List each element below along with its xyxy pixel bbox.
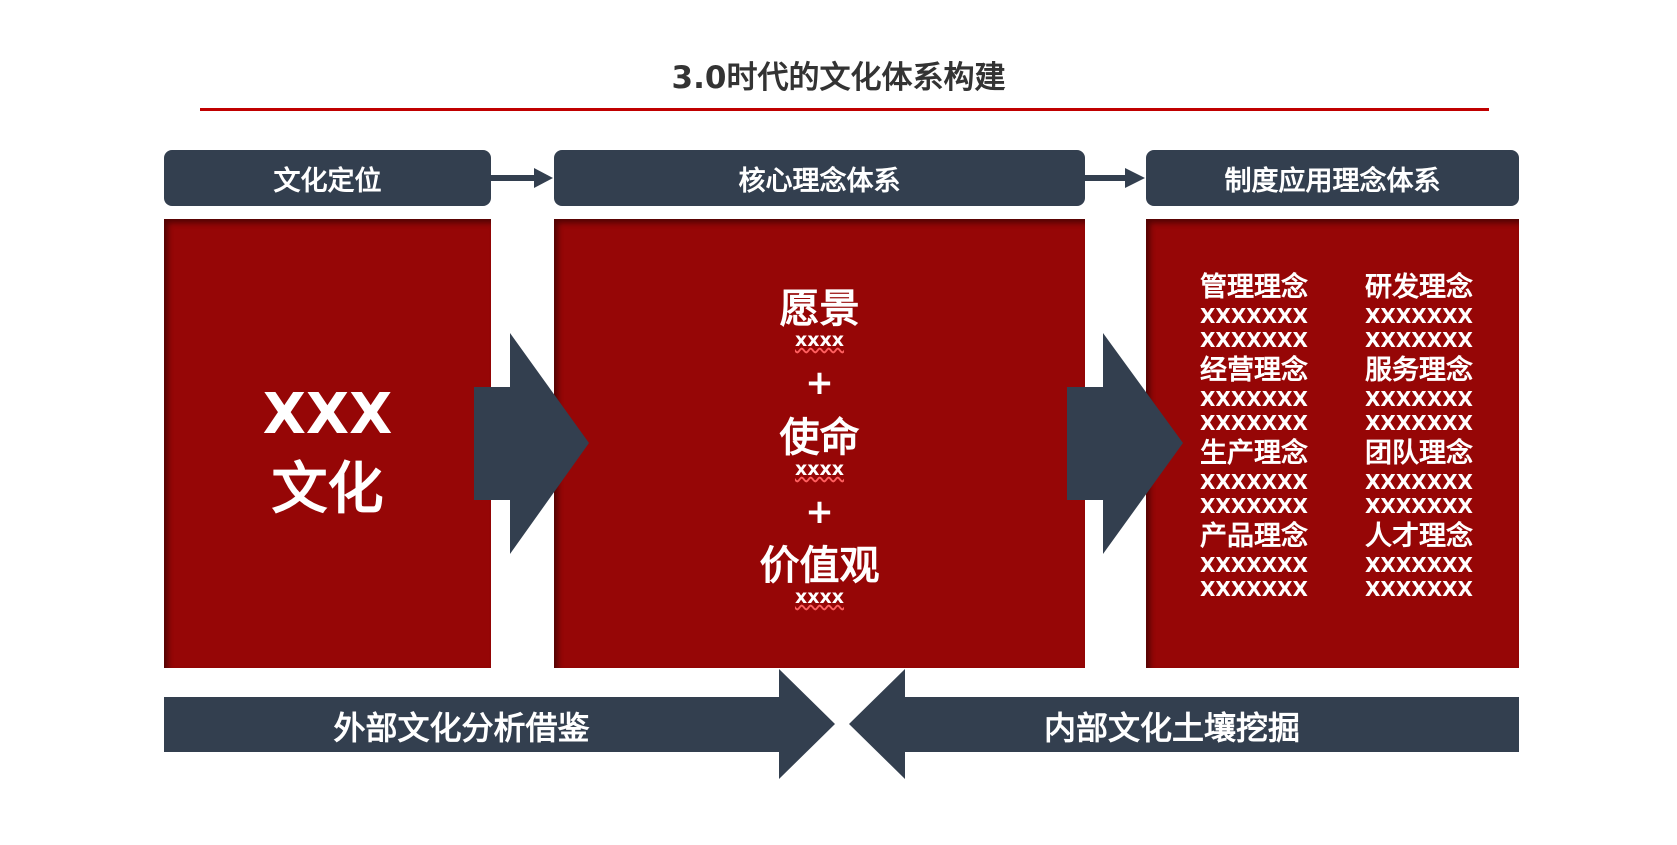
external-culture-analysis-label: 外部文化分析借鉴 xyxy=(333,709,590,747)
mission-text: xxxx xyxy=(794,458,845,480)
small-arrow-2-shaft xyxy=(1085,175,1127,181)
concept-text: XXXXXXX xyxy=(1365,494,1473,518)
concept-text: XXXXXXX xyxy=(1200,553,1308,577)
core-concept-box: 愿景 xxxx + 使命 xxxx + 价值观 xxxx xyxy=(554,219,1085,668)
plus-sign: + xyxy=(805,492,834,532)
concept-text: XXXXXXX xyxy=(1365,387,1473,411)
concept-text: XXXXXXX xyxy=(1200,328,1308,352)
concept-text: XXXXXXX xyxy=(1365,304,1473,328)
plus-sign: + xyxy=(805,363,834,403)
concept-text: XXXXXXX xyxy=(1365,328,1473,352)
small-arrow-1-head xyxy=(534,168,553,188)
concept-title: 团队理念 xyxy=(1365,438,1473,469)
concept-text: XXXXXXX xyxy=(1365,411,1473,435)
mission-title: 使命 xyxy=(779,415,860,461)
concept-text: XXXXXXX xyxy=(1200,411,1308,435)
concept-title: 人才理念 xyxy=(1365,521,1473,552)
page-title: 3.0时代的文化体系构建 xyxy=(671,60,1006,96)
header-institution-concept-system: 制度应用理念体系 xyxy=(1146,150,1519,206)
concept-title: 研发理念 xyxy=(1365,272,1473,303)
internal-culture-mining-label: 内部文化土壤挖掘 xyxy=(1043,709,1300,747)
header-culture-positioning: 文化定位 xyxy=(164,150,491,206)
small-arrow-2-head xyxy=(1125,168,1145,188)
concept-text: XXXXXXX xyxy=(1200,387,1308,411)
values-text: xxxx xyxy=(794,586,845,608)
concept-text: XXXXXXX xyxy=(1365,577,1473,601)
concept-title: 服务理念 xyxy=(1365,355,1473,386)
big-arrow-left xyxy=(474,333,589,554)
values-title: 价值观 xyxy=(759,543,880,589)
concept-title: 产品理念 xyxy=(1200,521,1308,552)
bottom-arrow-internal xyxy=(849,669,1519,779)
concept-title: 经营理念 xyxy=(1200,355,1308,386)
concept-text: XXXXXXX xyxy=(1365,553,1473,577)
vision-text: xxxx xyxy=(794,329,845,351)
concept-title: 生产理念 xyxy=(1200,438,1308,469)
bottom-arrow-external xyxy=(164,669,835,779)
big-arrow-right xyxy=(1067,333,1183,554)
concept-title: 管理理念 xyxy=(1200,272,1308,303)
title-divider xyxy=(200,108,1489,111)
culture-positioning-box: XXX 文化 xyxy=(164,219,491,668)
culture-label: 文化 xyxy=(271,457,384,522)
header-core-concept-system: 核心理念体系 xyxy=(554,150,1085,206)
concept-text: XXXXXXX xyxy=(1200,304,1308,328)
culture-name: XXX xyxy=(262,382,393,447)
concept-text: XXXXXXX xyxy=(1200,577,1308,601)
concept-text: XXXXXXX xyxy=(1200,494,1308,518)
small-arrow-1-shaft xyxy=(491,175,536,181)
vision-title: 愿景 xyxy=(779,286,860,332)
concept-text: XXXXXXX xyxy=(1365,470,1473,494)
concept-text: XXXXXXX xyxy=(1200,470,1308,494)
